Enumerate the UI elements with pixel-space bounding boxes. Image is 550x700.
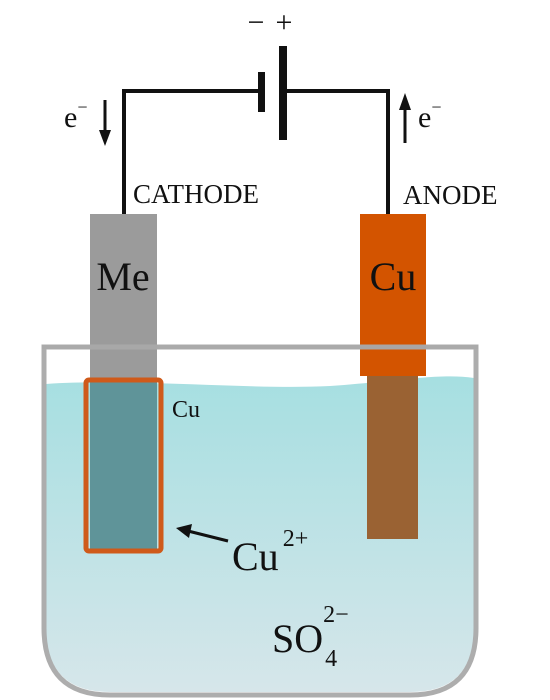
arrow-up-icon [399,93,411,143]
electron-label-right: e− [418,97,441,134]
anode-submerged-part [367,376,418,539]
beaker-rim-overlay [42,345,478,349]
circuit-wire [122,89,390,214]
coating-label: Cu [172,397,200,423]
cathode-metal-label: Me [96,254,149,299]
arrow-left-icon [176,524,229,543]
arrow-down-icon [99,100,111,146]
cathode-submerged-part [90,381,157,549]
cathode-label: CATHODE [133,179,259,209]
anode-metal-label: Cu [370,254,417,299]
cathode-electrode [90,214,157,384]
anode-label: ANODE [403,180,498,210]
battery-icon [258,46,287,140]
battery-plus-sign: + [276,6,293,39]
beaker [41,344,479,698]
electron-label-left: e− [64,97,87,134]
sulfate-ion-label: SO42− [272,602,349,672]
copper-coating [83,377,164,554]
battery-minus-sign: − [248,6,265,39]
